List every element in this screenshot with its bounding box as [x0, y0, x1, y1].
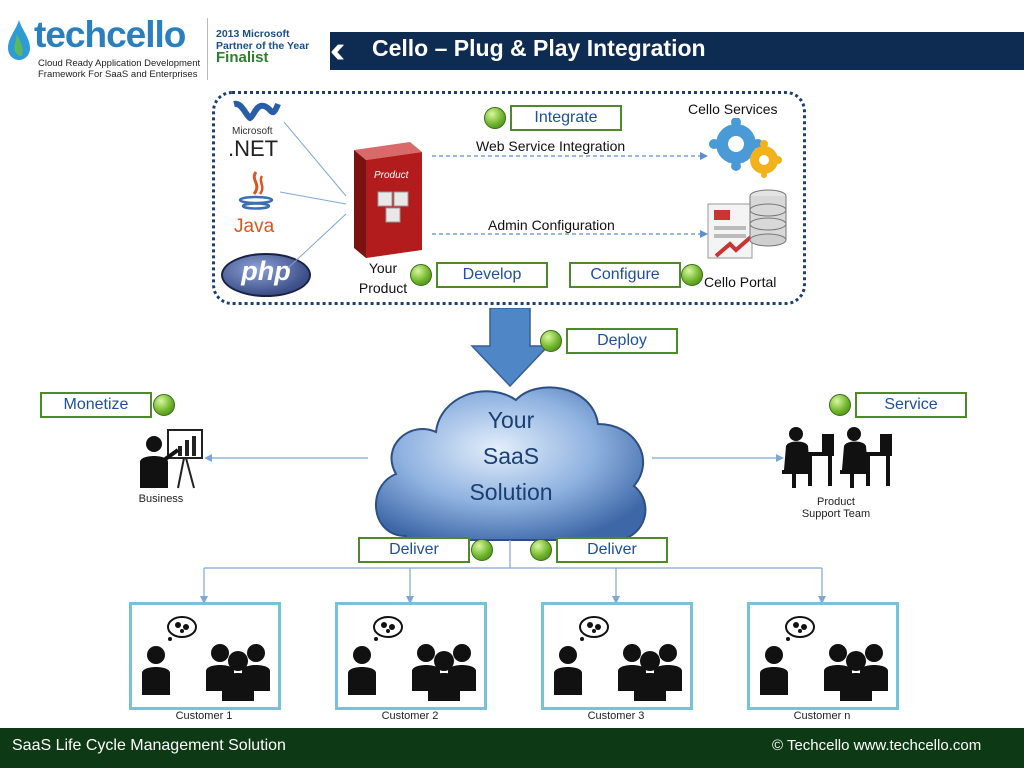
support-team-icon	[782, 427, 892, 488]
web-service-label: Web Service Integration	[476, 138, 626, 154]
portal-database-icon	[707, 189, 787, 259]
integration-box	[212, 91, 806, 305]
dotnet-logo-icon: Microsoft .NET	[228, 100, 281, 160]
customer-label: Customer n	[793, 710, 851, 722]
monetize-orb-icon	[153, 394, 175, 416]
admin-config-label: Admin Configuration	[488, 217, 615, 233]
business-presenter-icon	[140, 429, 203, 489]
configure-tag: Configure	[569, 262, 681, 288]
customer-box	[747, 602, 899, 710]
svg-text:Microsoft: Microsoft	[232, 126, 273, 137]
title-bar	[330, 32, 1024, 70]
develop-orb-icon	[410, 264, 432, 286]
cloud-text: Your SaaS Solution	[469, 407, 553, 505]
customer-label: Customer 3	[587, 710, 645, 722]
customer-group-icon	[750, 605, 896, 712]
deliver-left-tag: Deliver	[358, 537, 470, 563]
customer-label: Customer 1	[175, 710, 233, 722]
logo-tagline: Cloud Ready Application Development Fram…	[38, 58, 201, 80]
deliver-right-tag: Deliver	[556, 537, 668, 563]
customer-group-icon	[338, 605, 484, 712]
footer-copyright: © Techcello www.techcello.com	[772, 737, 982, 754]
deliver-right-orb-icon	[530, 539, 552, 561]
gears-icon	[709, 118, 782, 178]
customer-group-icon	[544, 605, 690, 712]
logo-name: techcello	[34, 14, 186, 55]
svg-text:Product: Product	[374, 170, 410, 181]
customer-label: Customer 2	[381, 710, 439, 722]
techcello-logo-icon	[8, 20, 30, 60]
customer-box	[335, 602, 487, 710]
page-title: Cello – Plug & Play Integration	[372, 35, 706, 61]
support-team-label: Product Support Team	[801, 496, 871, 520]
php-label: php	[241, 256, 291, 286]
svg-text:.NET: .NET	[228, 136, 278, 160]
service-tag: Service	[855, 392, 967, 418]
header-divider	[207, 18, 208, 80]
service-orb-icon	[829, 394, 851, 416]
cello-services-label: Cello Services	[688, 101, 778, 117]
deploy-arrow-icon	[470, 308, 550, 388]
saas-cloud-icon	[374, 386, 647, 542]
award-badge: 2013 Microsoft Partner of the Year Final…	[216, 28, 310, 66]
deploy-orb-icon	[540, 330, 562, 352]
deploy-tag: Deploy	[566, 328, 678, 354]
monetize-tag: Monetize	[40, 392, 152, 418]
product-box-icon: Product	[354, 142, 422, 258]
svg-text:Java: Java	[234, 216, 275, 236]
java-logo-icon: Java	[234, 171, 275, 236]
customer-box	[129, 602, 281, 710]
product-label: Your Product	[358, 260, 408, 296]
integrate-orb-icon	[484, 107, 506, 129]
develop-tag: Develop	[436, 262, 548, 288]
configure-orb-icon	[681, 264, 703, 286]
integrate-tag: Integrate	[510, 105, 622, 131]
footer-bar	[0, 728, 1024, 768]
customer-group-icon	[132, 605, 278, 712]
customer-box	[541, 602, 693, 710]
cello-portal-label: Cello Portal	[704, 274, 777, 290]
deliver-left-orb-icon	[471, 539, 493, 561]
footer-title: SaaS Life Cycle Management Solution	[12, 737, 286, 754]
business-label: Business	[138, 493, 184, 505]
